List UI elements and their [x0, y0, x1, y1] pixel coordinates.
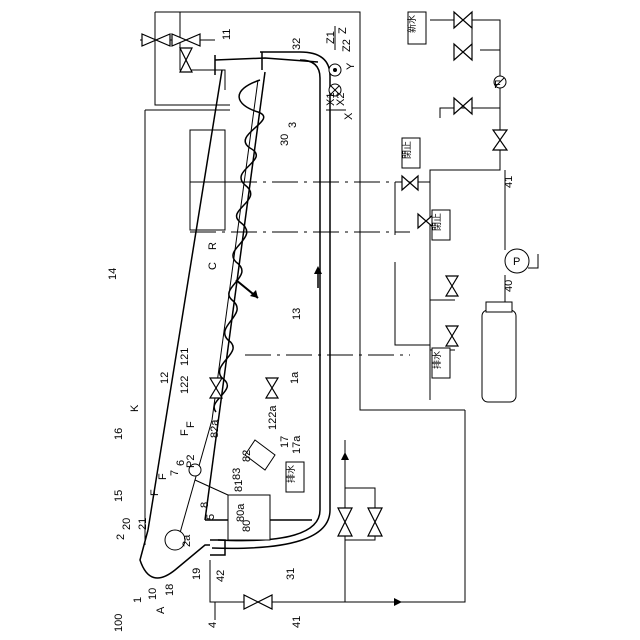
svg-text:82a: 82a [209, 419, 221, 438]
svg-text:F: F [179, 429, 191, 436]
label-heishi-1: 閉止 [401, 138, 420, 168]
svg-text:X2: X2 [335, 93, 347, 106]
svg-text:3: 3 [287, 122, 299, 128]
svg-text:42: 42 [215, 570, 227, 582]
flow-arrow-right [341, 452, 349, 460]
svg-text:19: 19 [191, 568, 203, 580]
svg-text:新水: 新水 [406, 15, 417, 33]
svg-text:14: 14 [107, 268, 119, 280]
valve-mid-2 [266, 378, 278, 398]
svg-text:Z: Z [337, 27, 349, 34]
svg-text:82: 82 [241, 450, 253, 462]
svg-text:80: 80 [241, 520, 253, 532]
svg-text:Y: Y [345, 62, 357, 70]
svg-text:閉止: 閉止 [431, 213, 442, 231]
svg-text:2a: 2a [181, 534, 193, 547]
svg-text:8: 8 [199, 502, 211, 508]
svg-text:31: 31 [285, 568, 297, 580]
svg-text:40: 40 [503, 280, 515, 292]
svg-text:121: 121 [179, 348, 191, 366]
svg-text:A: A [155, 606, 167, 614]
svg-text:R: R [207, 242, 219, 250]
svg-text:13: 13 [291, 308, 303, 320]
svg-text:30: 30 [279, 134, 291, 146]
svg-text:1a: 1a [289, 371, 301, 384]
svg-text:2: 2 [115, 534, 127, 540]
pump-icon [505, 249, 538, 273]
svg-text:122a: 122a [267, 405, 279, 430]
svg-text:21: 21 [137, 518, 149, 530]
valve-topleft-2 [172, 34, 200, 46]
svg-text:F: F [157, 473, 169, 480]
valve-right-1 [454, 12, 472, 28]
svg-text:32: 32 [291, 38, 303, 50]
svg-text:4: 4 [207, 622, 219, 628]
valve-mid-1 [210, 378, 222, 398]
svg-text:7: 7 [169, 470, 181, 476]
valve-right-4 [493, 130, 507, 150]
svg-text:排水: 排水 [431, 351, 442, 369]
svg-text:X: X [343, 112, 355, 120]
flow-arrow-bottom [394, 598, 402, 606]
svg-text:10: 10 [147, 588, 159, 600]
label-shinsui: 新水 [406, 12, 426, 44]
svg-text:80a: 80a [235, 503, 247, 522]
svg-text:F: F [149, 489, 161, 496]
svg-text:15: 15 [113, 490, 125, 502]
svg-text:Z2: Z2 [341, 39, 353, 52]
svg-text:41: 41 [503, 176, 515, 188]
tank [482, 302, 516, 402]
svg-text:16: 16 [113, 428, 125, 440]
svg-text:P2: P2 [185, 455, 197, 468]
valve-right-7 [446, 276, 458, 296]
valve-right-5 [402, 176, 418, 190]
svg-text:12: 12 [159, 372, 171, 384]
label-haisui-1: 排水 [431, 348, 450, 378]
valve-right-3 [454, 98, 472, 114]
valve-topleft-3 [180, 48, 192, 72]
svg-text:K: K [129, 404, 141, 412]
svg-text:閉止: 閉止 [401, 141, 412, 159]
svg-text:20: 20 [121, 518, 133, 530]
svg-text:17a: 17a [291, 435, 303, 454]
valve-bottom-3 [368, 508, 382, 536]
svg-text:Z1: Z1 [325, 31, 337, 44]
svg-text:5: 5 [205, 514, 217, 520]
svg-text:17: 17 [279, 436, 291, 448]
flow-arrow-C [236, 280, 258, 298]
valve-bottom-2 [338, 508, 352, 536]
svg-text:1: 1 [132, 597, 144, 603]
svg-text:11: 11 [221, 29, 233, 40]
centerlines [190, 182, 410, 355]
valve-bottom-1 [244, 595, 272, 609]
svg-text:F: F [185, 421, 197, 428]
svg-text:100: 100 [113, 614, 125, 632]
valve-right-2 [454, 44, 472, 60]
svg-text:122: 122 [179, 376, 191, 394]
svg-text:18: 18 [164, 584, 176, 596]
svg-text:C: C [207, 262, 219, 270]
svg-text:F: F [494, 79, 501, 91]
label-heishi-2: 閉止 [431, 210, 450, 240]
svg-text:P: P [513, 256, 520, 268]
svg-text:81: 81 [233, 480, 245, 492]
valve-topleft-1 [142, 34, 170, 46]
flow-arrow-13 [314, 266, 322, 288]
svg-text:83: 83 [231, 468, 243, 480]
label-haisui-2: 排水 [285, 462, 304, 492]
svg-text:41: 41 [291, 616, 303, 628]
valve-right-8 [446, 326, 458, 346]
svg-text:排水: 排水 [285, 465, 296, 483]
